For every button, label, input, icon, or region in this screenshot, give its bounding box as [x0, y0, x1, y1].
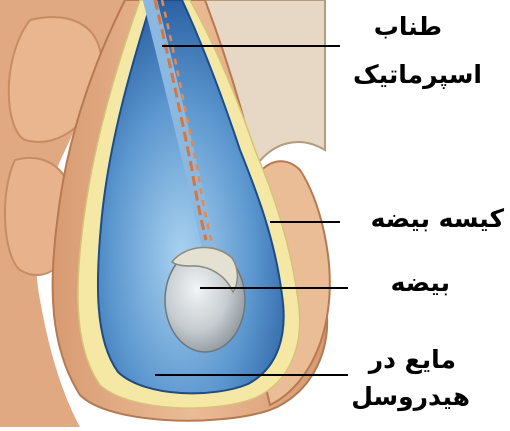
label-spermatic-cord-line1: طناب — [374, 12, 442, 42]
label-testis: بیضه — [391, 268, 450, 298]
label-hydrocele-fluid-line2: هیدروسل — [351, 382, 470, 412]
label-hydrocele-fluid-line1: مایع در — [369, 345, 456, 375]
label-scrotum: کیسه بیضه — [371, 204, 504, 234]
label-spermatic-cord-line2: اسپرماتیک — [353, 60, 482, 90]
